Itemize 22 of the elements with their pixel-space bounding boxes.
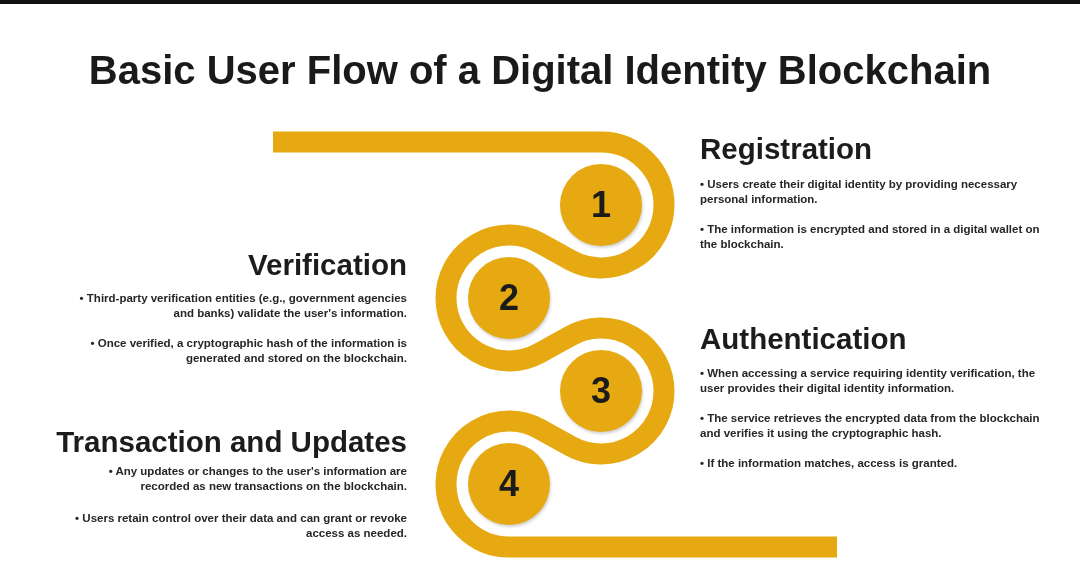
bullet-text: • The information is encrypted and stored in a digital wallet on the blockchain. [700, 222, 1041, 251]
step-heading: Verification [246, 249, 407, 281]
step-heading: Transaction and Updates [55, 426, 407, 458]
bullet-text: • Third-party verification entities (e.g., government agencies and banks) validate the user's information. [78, 291, 407, 320]
bullet-text: • When accessing a service requiring identity verification, the user provides their digital identity information. [700, 366, 1037, 395]
step-number-circle: 4 [468, 443, 550, 525]
bullet-text: • If the information matches, access is granted. [700, 456, 959, 471]
diagram-title: Basic User Flow of a Digital Identity Blockchain [87, 47, 993, 94]
bullet-text: • Any updates or changes to the user's information are recorded as new transactions on the blockchain. [107, 464, 407, 493]
ribbon-connector [273, 131, 675, 206]
bullet-text: • Users create their digital identity by providing necessary personal information. [700, 177, 1019, 206]
step-heading: Registration [700, 133, 874, 165]
ribbon-connector [435, 204, 675, 299]
bullet-text: • Once verified, a cryptographic hash of the information is generated and stored on the blockchain. [89, 336, 407, 365]
step-number-circle: 2 [468, 257, 550, 339]
ribbon-connector [435, 297, 675, 392]
bullet-text: • Users retain control over their data and can grant or revoke access as needed. [74, 511, 407, 540]
bullet-text: • The service retrieves the encrypted data from the blockchain and verifies it using the cryptographic hash. [700, 411, 1041, 440]
step-heading: Authentication [700, 323, 908, 355]
step-number-circle: 3 [560, 350, 642, 432]
step-number-circle: 1 [560, 164, 642, 246]
ribbon-connector [435, 483, 837, 558]
